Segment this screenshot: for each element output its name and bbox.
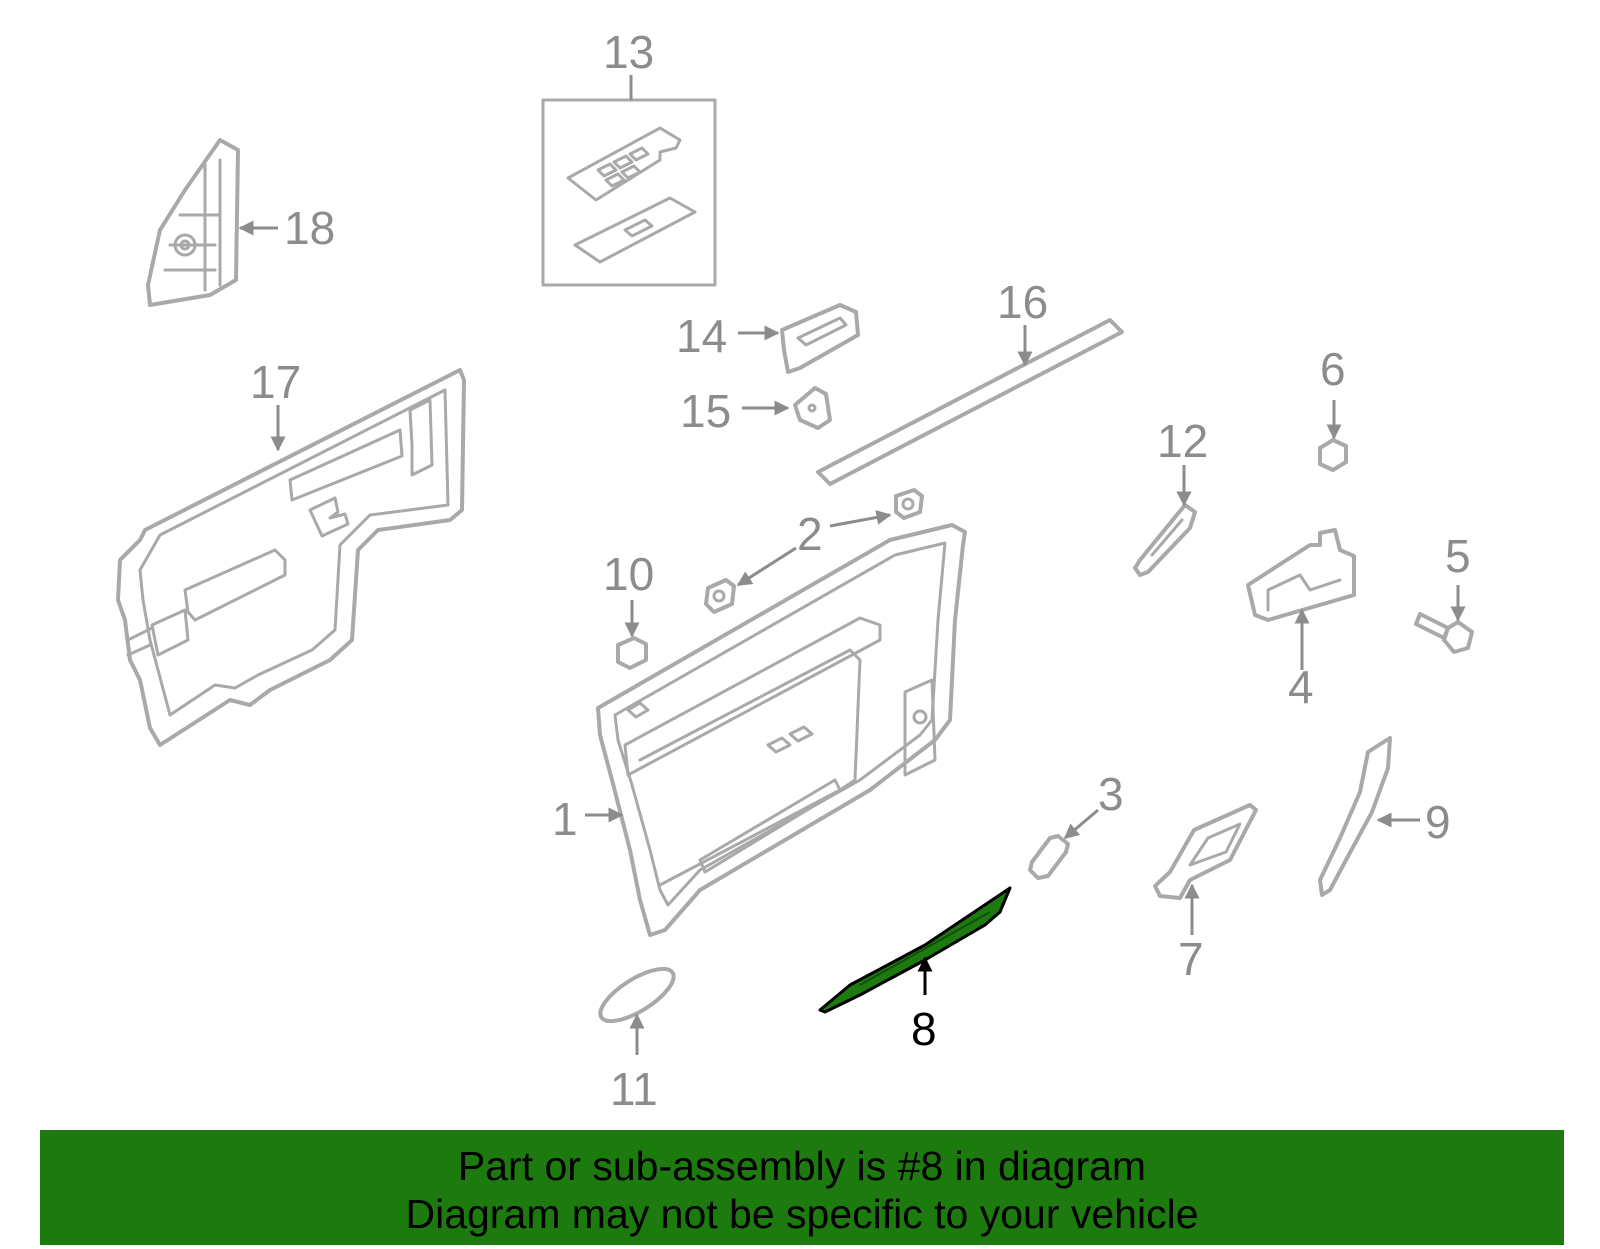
callout-13: 13 — [603, 26, 654, 78]
part-8-trim-molding-highlighted — [818, 886, 1012, 1014]
callout-7: 7 — [1178, 933, 1204, 985]
part-2-clips — [704, 488, 924, 614]
callout-2: 2 — [797, 508, 823, 560]
part-4-handle-housing — [1246, 528, 1356, 622]
part-6-nut — [1318, 438, 1348, 472]
part-17-door-panel-frame — [116, 368, 466, 747]
info-banner: Part or sub-assembly is #8 in diagram Di… — [40, 1130, 1564, 1245]
callout-16: 16 — [997, 276, 1048, 328]
callout-17: 17 — [250, 356, 301, 408]
callout-9: 9 — [1425, 796, 1451, 848]
part-10-clip — [616, 636, 648, 670]
part-9-trim-strip — [1318, 736, 1392, 897]
callout-15: 15 — [680, 385, 731, 437]
callout-14: 14 — [676, 310, 727, 362]
part-5-bolt — [1414, 612, 1474, 654]
part-7-inside-handle — [1153, 803, 1258, 900]
part-1-door-trim-panel — [596, 523, 967, 937]
callout-8: 8 — [911, 1003, 937, 1055]
part-16-weatherstrip — [816, 318, 1124, 486]
callout-18: 18 — [284, 202, 335, 254]
callout-4: 4 — [1288, 661, 1314, 713]
callout-5: 5 — [1445, 530, 1471, 582]
banner-line-1: Part or sub-assembly is #8 in diagram — [457, 1143, 1147, 1189]
callout-1: 1 — [552, 793, 578, 845]
part-3-plug — [1028, 834, 1070, 880]
part-13-switch-assembly — [541, 98, 717, 287]
part-15-bracket — [793, 386, 832, 430]
part-12-pull-handle — [1133, 503, 1197, 577]
part-14-handle-bezel — [780, 303, 860, 374]
callout-10: 10 — [603, 548, 654, 600]
part-11-cover — [598, 966, 676, 1024]
banner-line-2: Diagram may not be specific to your vehi… — [405, 1191, 1199, 1237]
callout-3: 3 — [1098, 768, 1124, 820]
part-18-sail-bracket — [146, 138, 240, 307]
callout-11: 11 — [610, 1063, 658, 1115]
callout-6: 6 — [1320, 343, 1346, 395]
callout-12: 12 — [1157, 415, 1208, 467]
